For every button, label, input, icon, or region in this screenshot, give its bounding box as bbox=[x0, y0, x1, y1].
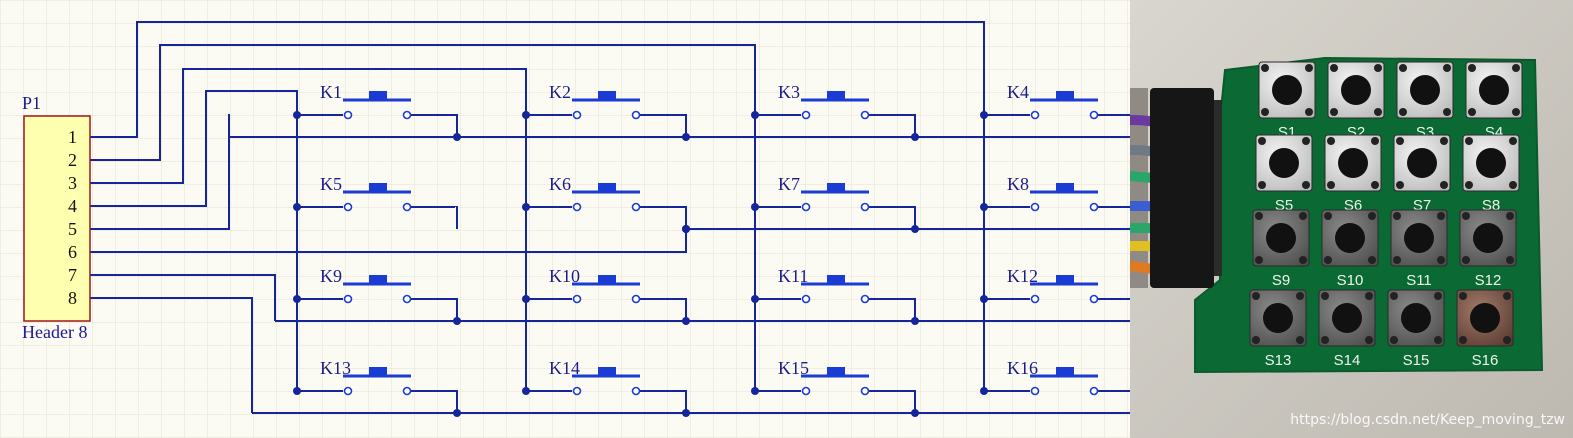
photo-button-label: S14 bbox=[1334, 352, 1361, 369]
photo-button-s2: S2 bbox=[1327, 61, 1385, 141]
column-net-3 bbox=[98, 68, 527, 391]
switch-label: K6 bbox=[549, 174, 571, 194]
header-pin-3: 3 bbox=[68, 173, 77, 193]
switch-k10: K10 bbox=[526, 266, 687, 321]
header-pin-1: 1 bbox=[68, 127, 77, 147]
switch-label: K16 bbox=[1007, 358, 1038, 378]
photo-button-s13: S13 bbox=[1249, 289, 1307, 369]
watermark-text: https://blog.csdn.net/Keep_moving_tzw bbox=[1290, 412, 1565, 428]
switch-k16: K16 bbox=[984, 358, 1130, 396]
switch-label: K1 bbox=[320, 82, 342, 102]
photo-button-s16: S16 bbox=[1456, 289, 1514, 369]
photo-button-s8: S8 bbox=[1462, 134, 1520, 214]
switch-label: K4 bbox=[1007, 82, 1029, 102]
photo-button-s12: S12 bbox=[1459, 209, 1517, 289]
switch-label: K7 bbox=[778, 174, 800, 194]
switch-k6: K6 bbox=[526, 174, 687, 229]
switch-label: K11 bbox=[778, 266, 808, 286]
photo-button-s9: S9 bbox=[1252, 209, 1310, 289]
photo-button-s5: S5 bbox=[1255, 134, 1313, 214]
photo-button-s4: S4 bbox=[1465, 61, 1523, 141]
photo-button-label: S15 bbox=[1403, 352, 1430, 369]
column-net-1 bbox=[98, 21, 985, 391]
switch-label: K10 bbox=[549, 266, 580, 286]
photo-button-label: S10 bbox=[1337, 272, 1364, 289]
switch-k13: K13 bbox=[297, 358, 458, 413]
switch-k15: K15 bbox=[755, 358, 916, 413]
switch-k12: K12 bbox=[984, 266, 1130, 304]
row-net-8-lead bbox=[98, 297, 253, 413]
photo-button-s6: S6 bbox=[1324, 134, 1382, 214]
switch-k2: K2 bbox=[526, 82, 687, 137]
row-net-6-lead bbox=[98, 229, 687, 253]
photo-button-label: S16 bbox=[1472, 352, 1499, 369]
column-net-4 bbox=[98, 90, 298, 391]
header-ref-label: P1 bbox=[22, 93, 41, 113]
photo-button-s3: S3 bbox=[1396, 61, 1454, 141]
switch-k3: K3 bbox=[755, 82, 916, 137]
photo-button-label: S13 bbox=[1265, 352, 1292, 369]
pin-header-connector bbox=[1150, 88, 1214, 288]
header-body bbox=[23, 115, 91, 322]
photo-button-label: S9 bbox=[1272, 272, 1290, 289]
ribbon-cable bbox=[1130, 88, 1222, 288]
switch-label: K9 bbox=[320, 266, 342, 286]
switch-label: K13 bbox=[320, 358, 351, 378]
switch-k11: K11 bbox=[755, 266, 916, 321]
photo-button-s7: S7 bbox=[1393, 134, 1451, 214]
header-name-label: Header 8 bbox=[22, 322, 87, 342]
switch-k7: K7 bbox=[755, 174, 916, 229]
header-pin-7: 7 bbox=[68, 265, 77, 285]
photo-button-s15: S15 bbox=[1387, 289, 1445, 369]
photo-button-s14: S14 bbox=[1318, 289, 1376, 369]
row-net-7-lead bbox=[98, 274, 276, 321]
switch-k14: K14 bbox=[526, 358, 687, 413]
header-pin-6: 6 bbox=[68, 242, 77, 262]
switch-k9: K9 bbox=[297, 266, 458, 321]
switch-label: K12 bbox=[1007, 266, 1038, 286]
header-pin-4: 4 bbox=[68, 196, 77, 216]
photo-button-s10: S10 bbox=[1321, 209, 1379, 289]
header-connector: P1 Header 8 1 2 3 4 5 6 7 8 bbox=[22, 93, 91, 342]
switch-k8: K8 bbox=[984, 174, 1130, 212]
switch-label: K5 bbox=[320, 174, 342, 194]
row-net-5-lead bbox=[98, 114, 230, 230]
switch-k1: K1 bbox=[297, 82, 458, 137]
photo-button-label: S12 bbox=[1475, 272, 1502, 289]
switch-label: K8 bbox=[1007, 174, 1029, 194]
header-pin-2: 2 bbox=[68, 150, 77, 170]
switch-label: K14 bbox=[549, 358, 580, 378]
column-net-2 bbox=[98, 44, 756, 391]
switch-label: K2 bbox=[549, 82, 571, 102]
header-pin-5: 5 bbox=[68, 219, 77, 239]
switch-label: K15 bbox=[778, 358, 809, 378]
header-pin-8: 8 bbox=[68, 288, 77, 308]
photo-button-label: S11 bbox=[1406, 272, 1432, 289]
switch-k4: K4 bbox=[984, 82, 1130, 120]
photo-button-s11: S11 bbox=[1390, 209, 1448, 289]
switch-label: K3 bbox=[778, 82, 800, 102]
net-wires bbox=[90, 21, 1130, 414]
